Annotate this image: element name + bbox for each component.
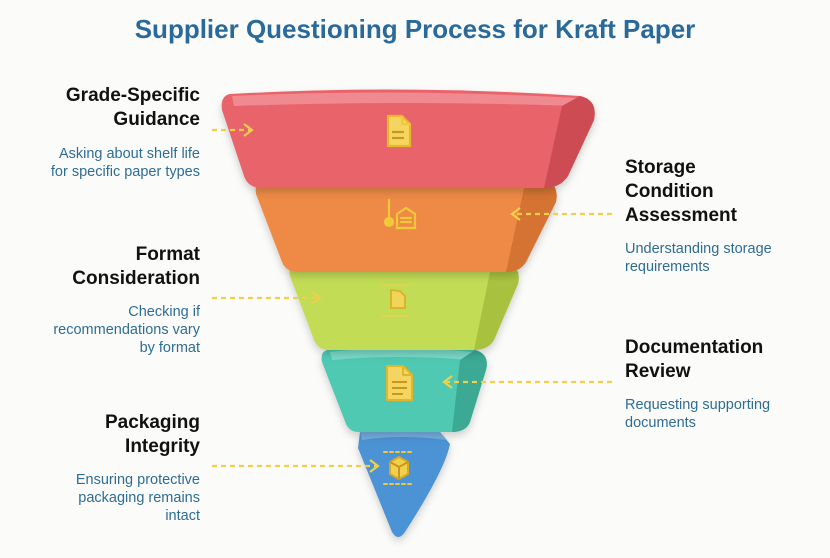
step-heading-line: Grade-Specific bbox=[65, 85, 200, 106]
thermometer-warehouse-icon bbox=[383, 198, 417, 230]
step-description-line: Understanding storage bbox=[625, 241, 772, 257]
format-resize-icon bbox=[381, 284, 413, 317]
step-description-format: Checking if recommendations vary by form… bbox=[53, 303, 200, 357]
diagram-title: Supplier Questioning Process for Kraft P… bbox=[134, 14, 696, 44]
connector-grade bbox=[212, 123, 254, 137]
step-heading-packaging: Packaging Integrity bbox=[105, 411, 200, 459]
file-icon bbox=[386, 365, 413, 401]
step-description-line: requirements bbox=[625, 259, 710, 275]
step-heading-grade: Grade-Specific Guidance bbox=[66, 84, 200, 132]
funnel-layer-packaging bbox=[358, 428, 450, 537]
package-box-icon bbox=[383, 451, 415, 485]
step-description-storage: Understanding storage requirements bbox=[625, 240, 772, 276]
step-heading-line: Storage bbox=[625, 157, 696, 178]
step-heading-line: Packaging bbox=[104, 412, 200, 433]
step-heading-line: Assessment bbox=[625, 205, 737, 226]
step-heading-line: Documentation bbox=[625, 337, 764, 358]
step-description-line: packaging remains bbox=[78, 490, 200, 506]
step-heading-storage: Storage Condition Assessment bbox=[625, 156, 737, 228]
step-heading-line: Integrity bbox=[125, 436, 200, 457]
step-description-line: documents bbox=[625, 415, 696, 431]
step-heading-documentation: Documentation Review bbox=[625, 336, 763, 384]
step-description-line: intact bbox=[165, 508, 200, 524]
step-heading-format: Format Consideration bbox=[72, 243, 200, 291]
step-heading-line: Review bbox=[625, 361, 691, 382]
document-icon bbox=[386, 114, 412, 148]
step-description-line: Asking about shelf life bbox=[58, 146, 200, 162]
step-description-line: Ensuring protective bbox=[75, 472, 200, 488]
step-heading-line: Consideration bbox=[72, 268, 200, 289]
step-description-grade: Asking about shelf life for specific pap… bbox=[51, 145, 200, 181]
step-description-line: recommendations vary bbox=[53, 322, 200, 338]
connector-documentation bbox=[442, 375, 612, 389]
step-heading-line: Format bbox=[135, 244, 200, 265]
step-description-line: for specific paper types bbox=[50, 164, 200, 180]
step-description-documentation: Requesting supporting documents bbox=[625, 396, 770, 432]
step-description-line: Checking if bbox=[128, 304, 200, 320]
connector-format bbox=[212, 291, 322, 305]
step-description-line: by format bbox=[139, 340, 200, 356]
step-heading-line: Condition bbox=[625, 181, 714, 202]
connector-storage bbox=[510, 207, 612, 221]
step-heading-line: Guidance bbox=[113, 109, 200, 130]
connector-packaging bbox=[212, 459, 380, 473]
step-description-packaging: Ensuring protective packaging remains in… bbox=[76, 471, 200, 525]
step-description-line: Requesting supporting bbox=[625, 397, 771, 413]
